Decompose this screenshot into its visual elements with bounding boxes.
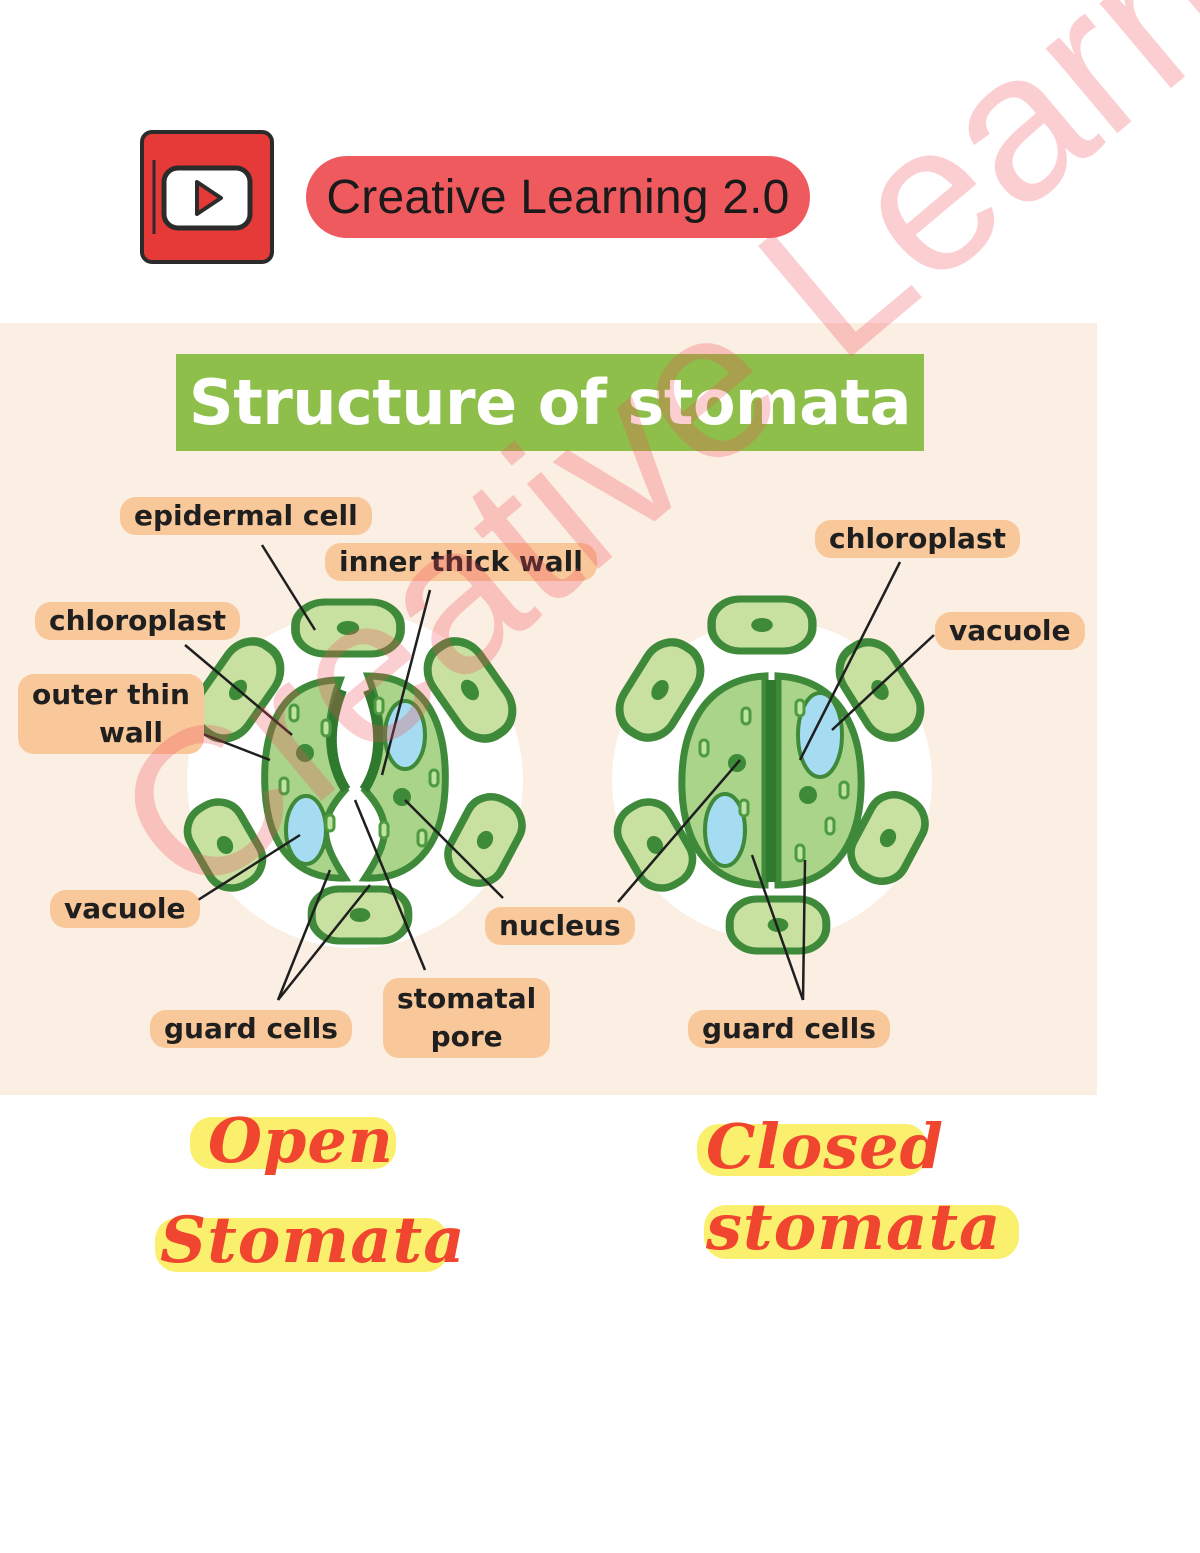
caption-closed-stomata: stomata <box>706 1190 1002 1265</box>
label-guard-cells-open: guard cells <box>150 1010 352 1048</box>
label-nucleus: nucleus <box>485 907 635 945</box>
label-stomatal-pore-line2: pore <box>430 1020 503 1053</box>
caption-open-stomata: Stomata <box>160 1203 466 1278</box>
open-stomata-drawing <box>145 544 531 1001</box>
highlight-open <box>190 1117 396 1169</box>
epidermal-cell <box>712 599 813 651</box>
label-stomatal-pore-line1: stomatal <box>397 982 537 1015</box>
caption-open: Open <box>208 1104 394 1177</box>
label-vacuole-open: vacuole <box>50 890 200 928</box>
caption-closed: Closed <box>706 1110 944 1183</box>
label-vacuole-closed: vacuole <box>935 612 1085 650</box>
epidermal-cell <box>296 602 401 654</box>
label-epidermal-cell: epidermal cell <box>120 497 372 535</box>
label-outer-thin-wall-line2: wall <box>98 716 163 749</box>
highlight-open-stomata <box>155 1218 448 1272</box>
label-guard-cells-closed: guard cells <box>688 1010 890 1048</box>
label-outer-thin-wall-line1: outer thin <box>32 678 190 711</box>
highlight-closed-stomata <box>704 1205 1019 1259</box>
epidermal-cell <box>730 899 827 951</box>
label-chloroplast-open: chloroplast <box>35 602 240 640</box>
label-inner-thick-wall: inner thick wall <box>325 543 597 581</box>
label-chloroplast-closed: chloroplast <box>815 520 1020 558</box>
diagram-title: Structure of stomata <box>189 366 911 439</box>
brand-badge: Creative Learning 2.0 <box>306 156 810 238</box>
youtube-play-icon <box>140 130 274 264</box>
closed-stomata-drawing <box>608 561 934 1001</box>
highlight-closed <box>697 1124 927 1176</box>
brand-name: Creative Learning 2.0 <box>326 170 790 224</box>
label-outer-thin-wall: outer thin wall <box>18 674 204 754</box>
diagram-title-bar: Structure of stomata <box>176 354 924 451</box>
label-stomatal-pore: stomatal pore <box>383 978 551 1058</box>
